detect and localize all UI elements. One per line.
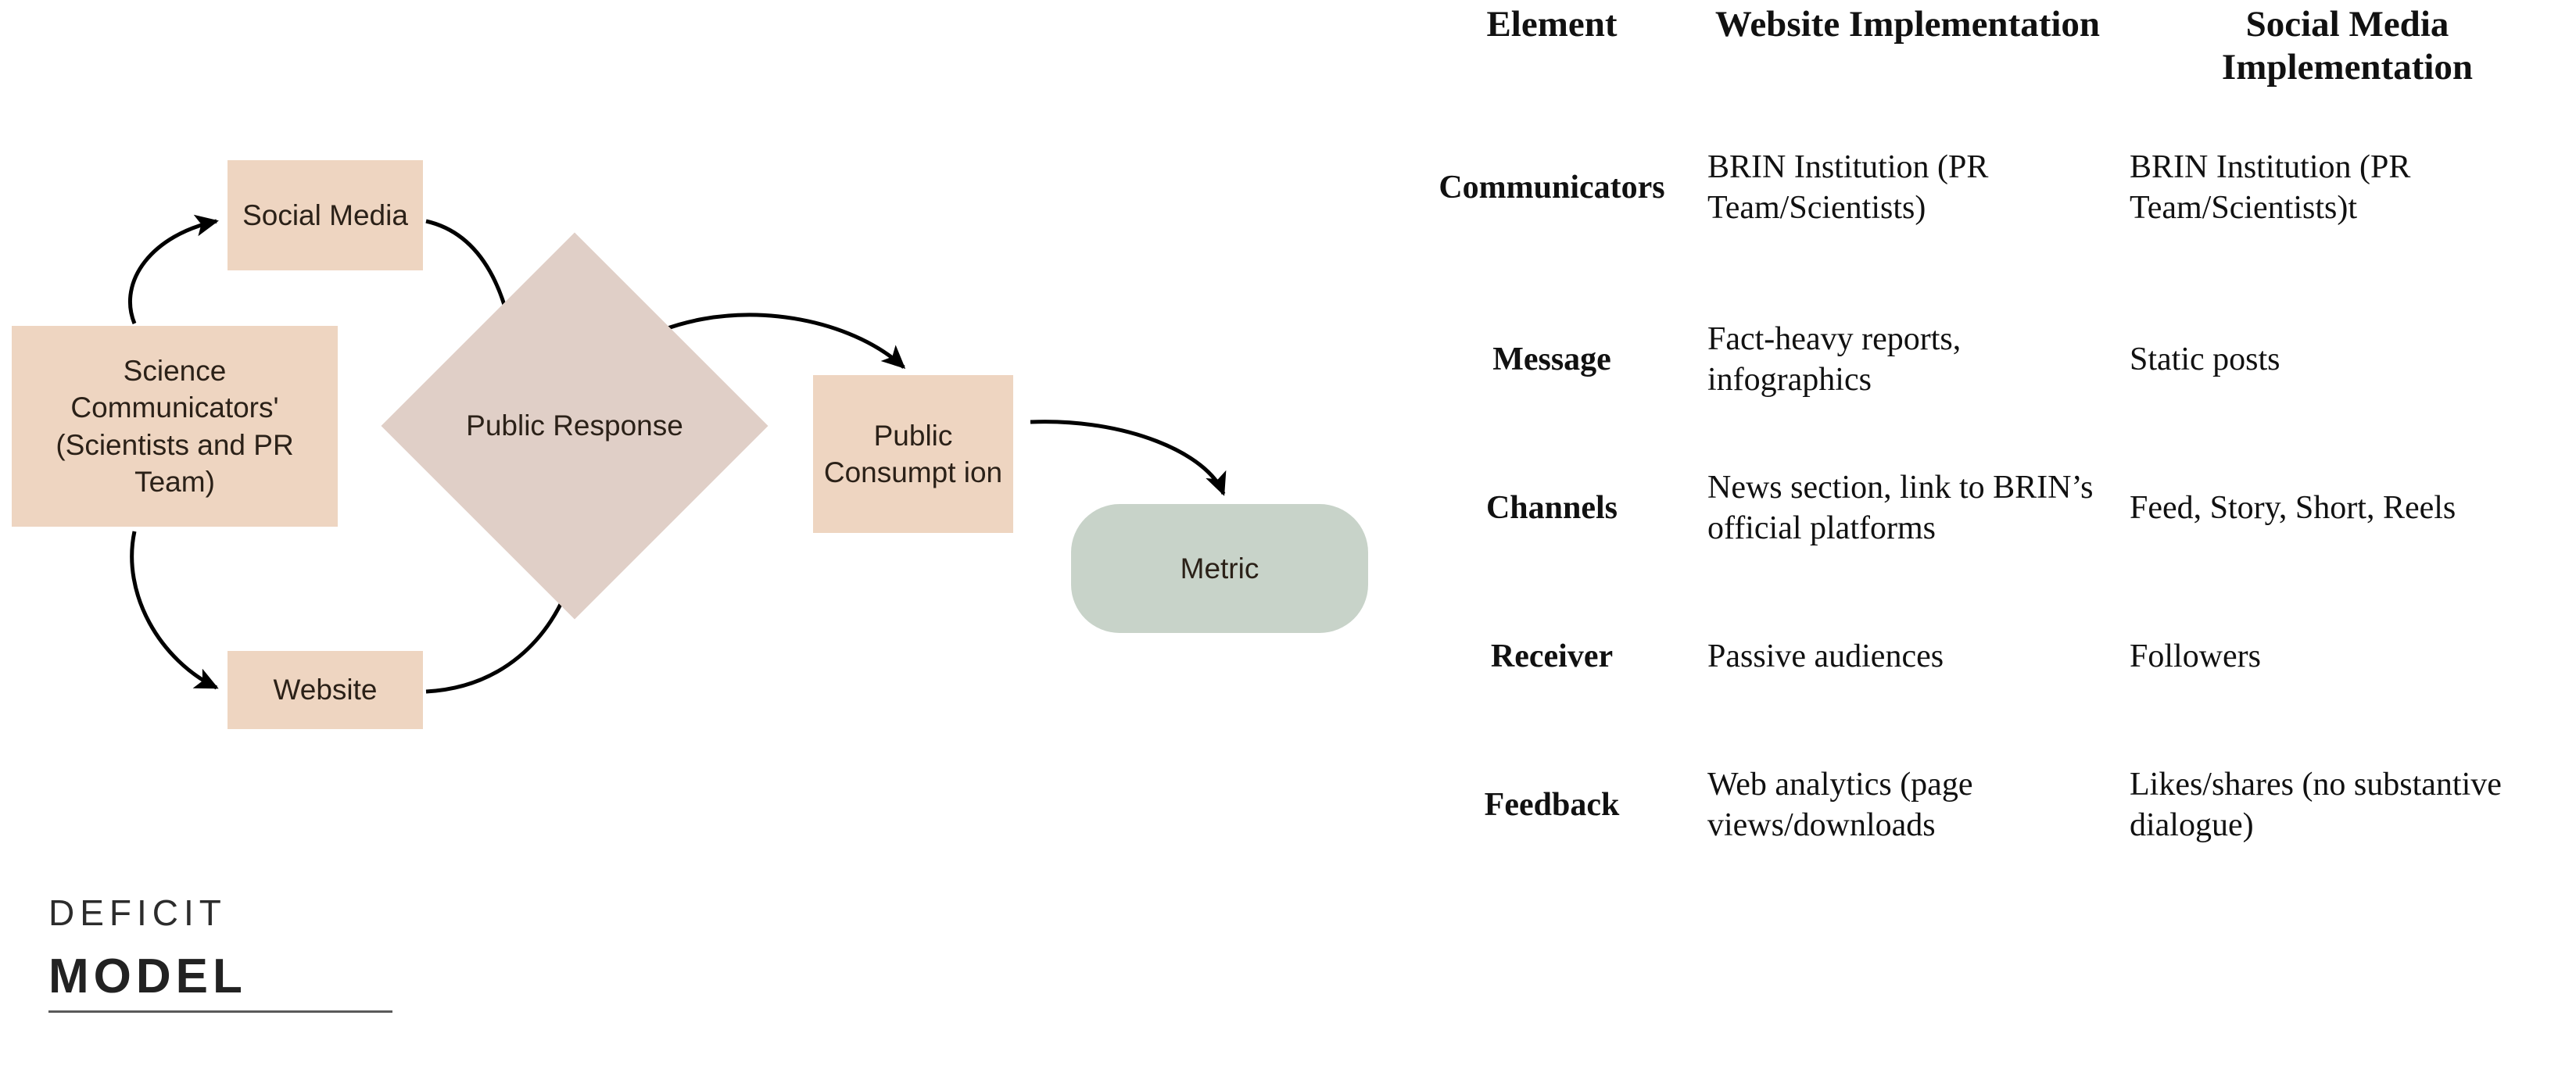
- wordmark-line-model: MODEL: [48, 949, 247, 1003]
- cell-social-media-implementation: BRIN Institution (PR Team/Scientists)t: [2130, 148, 2411, 226]
- cell-element: Feedback: [1484, 786, 1620, 823]
- cell-website-implementation: Web analytics (page views/downloads: [1707, 766, 1973, 843]
- cell-social-media-implementation: Followers: [2130, 638, 2261, 674]
- table-header: Element Website Implementation Social Me…: [1407, 0, 2576, 90]
- node-website[interactable]: Website: [228, 651, 423, 729]
- implementation-comparison-panel: Element Website Implementation Social Me…: [1407, 0, 2576, 1087]
- node-public-consumption[interactable]: Public Consumpt ion: [813, 375, 1013, 533]
- table-row: Feedback Web analytics (page views/downl…: [1407, 731, 2576, 879]
- edge-science-communicators-to-social-media: [128, 214, 219, 324]
- table-row: Receiver Passive audiences Followers: [1407, 582, 2576, 731]
- wordmark-line-deficit: DEFICIT: [48, 892, 227, 933]
- node-science-communicators-label: Science Communicators' (Scientists and P…: [56, 354, 294, 498]
- cell-element: Receiver: [1490, 638, 1614, 674]
- cell-social-media-implementation: Likes/shares (no substantive dialogue): [2130, 766, 2502, 843]
- cell-social-media-implementation: Static posts: [2130, 341, 2280, 377]
- implementation-comparison-table: Element Website Implementation Social Me…: [1407, 0, 2576, 879]
- node-public-response-label: Public Response: [466, 409, 683, 442]
- node-website-label: Website: [273, 674, 378, 706]
- node-public-consumption-label: Public Consumpt ion: [823, 419, 1003, 488]
- table-row: Channels News section, link to BRIN’s of…: [1407, 434, 2576, 582]
- table-row: Communicators BRIN Institution (PR Team/…: [1407, 90, 2576, 285]
- table-row: Message Fact-heavy reports, infographics…: [1407, 285, 2576, 434]
- wordmark-underline: [48, 1010, 392, 1013]
- cell-social-media-implementation: Feed, Story, Short, Reels: [2130, 489, 2456, 526]
- node-metric-label: Metric: [1180, 552, 1259, 585]
- cell-element: Communicators: [1438, 169, 1665, 206]
- node-metric[interactable]: Metric: [1071, 504, 1368, 633]
- node-social-media-label: Social Media: [242, 198, 408, 231]
- cell-website-implementation: Passive audiences: [1707, 638, 1944, 674]
- table-header-row: Element Website Implementation Social Me…: [1407, 0, 2576, 90]
- column-header-element: Element: [1486, 4, 1618, 45]
- edge-science-communicators-to-website: [130, 531, 219, 690]
- deficit-model-diagram: Science Communicators' (Scientists and P…: [12, 160, 1368, 1013]
- deficit-model-wordmark: DEFICIT MODEL: [48, 895, 416, 1013]
- cell-element: Message: [1492, 341, 1611, 377]
- cell-website-implementation: News section, link to BRIN’s official pl…: [1707, 469, 2094, 546]
- column-header-website-implementation: Website Implementation: [1714, 4, 2101, 45]
- cell-website-implementation: BRIN Institution (PR Team/Scientists): [1707, 148, 1989, 226]
- table-body: Communicators BRIN Institution (PR Team/…: [1407, 90, 2576, 879]
- cell-website-implementation: Fact-heavy reports, infographics: [1707, 320, 1962, 398]
- node-science-communicators[interactable]: Science Communicators' (Scientists and P…: [12, 326, 338, 527]
- node-public-response[interactable]: Public Response: [381, 232, 769, 620]
- cell-element: Channels: [1485, 489, 1618, 526]
- edge-public-consumption-to-metric: [1030, 420, 1227, 496]
- node-social-media[interactable]: Social Media: [228, 160, 423, 270]
- column-header-social-media-implementation: Social Media Implementation: [2221, 4, 2474, 88]
